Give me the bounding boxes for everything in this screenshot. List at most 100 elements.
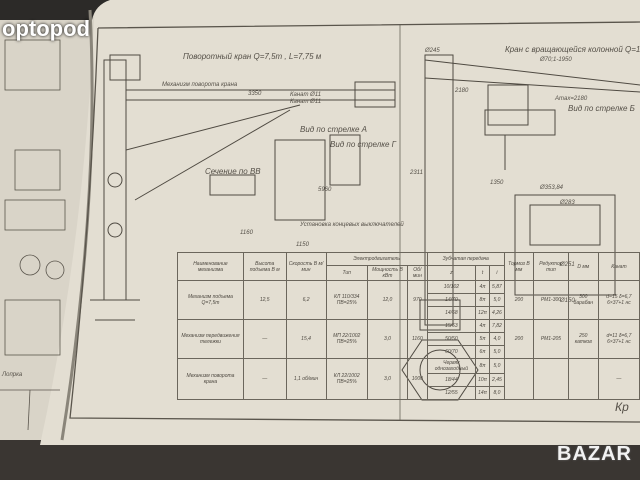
header-cell: D мм: [567, 252, 599, 281]
table-cell: [567, 358, 599, 400]
dimension: Ø353,84: [540, 185, 564, 191]
dimension: Ø283: [560, 200, 575, 206]
table-cell: d=11 δ=6,7 6×37+1 нс: [597, 319, 640, 359]
label: Канат Ø11: [290, 92, 322, 98]
table-cell: 8,0: [489, 386, 505, 400]
table-cell: РМ1-205: [533, 319, 569, 359]
group-header: Электродвигатель: [325, 252, 428, 266]
table-cell: 6,2: [285, 280, 327, 320]
header-cell: Тип: [325, 265, 368, 281]
table-cell: 5,0: [489, 345, 505, 359]
table-cell: КЛ 110/334 ПВ=25%: [325, 280, 368, 320]
table-cell: 1,1 об/мин: [285, 358, 327, 400]
label: Вид по стрелке Б: [568, 104, 635, 113]
header-cell: Об/мин: [407, 265, 428, 281]
label: Вид по стрелке Г: [330, 140, 397, 149]
table-cell: 14/68: [426, 306, 477, 320]
table-cell: 10/102: [426, 280, 477, 294]
table-cell: 4,26: [489, 306, 505, 320]
dimension: 2311: [410, 170, 423, 176]
table-cell: 60/70: [426, 345, 477, 359]
table-cell: 8π: [475, 358, 491, 374]
label: Механизм поворота крана: [162, 82, 238, 88]
drawing-title-rotary-crane: Поворотный кран Q=7,5т , L=7,75 м: [183, 52, 322, 61]
header-cell: t: [475, 265, 491, 281]
label: Вид по стрелке А: [300, 125, 368, 134]
table-cell: 12,0: [366, 280, 409, 320]
table-cell: 50/50: [426, 332, 477, 346]
table-cell: 15/63: [426, 319, 477, 333]
header-cell: z: [426, 265, 477, 281]
table-cell: КЛ 22/1002 ПВ=25%: [325, 358, 368, 400]
header-cell: Скорость В м/мин: [285, 252, 327, 281]
table-cell: 1000: [407, 358, 428, 400]
corner-label: Кр: [615, 400, 629, 414]
watermark: optopod: [2, 16, 90, 41]
header-cell: Тормоз В мм: [503, 252, 535, 281]
header-cell: i: [489, 265, 505, 281]
header-cell: Редуктор тип: [533, 252, 569, 281]
table-cell: Механизм поворота крана: [177, 358, 244, 400]
table-cell: 8π: [475, 293, 491, 307]
table-cell: 12,5: [242, 280, 287, 320]
table-cell: 5,0: [489, 358, 505, 374]
table-cell: МП 22/1002 ПВ=25%: [325, 319, 368, 359]
header-cell: Мощность В кВт: [366, 265, 409, 281]
table-cell: [503, 358, 535, 400]
table-cell: 5,87: [489, 280, 505, 294]
dimension: 1160: [240, 230, 253, 236]
table-cell: 2,45: [489, 373, 505, 387]
dimension: 3350: [248, 91, 262, 97]
dimension: Amax=2180: [555, 96, 588, 102]
table-cell: —: [597, 358, 640, 400]
label: Сечение по ВВ: [205, 167, 261, 176]
dimension: 1150: [296, 242, 309, 248]
table-cell: Механизм подъема Q=7,5т: [177, 280, 244, 320]
table-cell: 3,0: [366, 319, 409, 359]
table-cell: 250 катков: [567, 319, 599, 359]
table-cell: 200: [503, 319, 535, 359]
dimension: Ø70;1-1950: [540, 57, 572, 63]
label: Канат Ø11: [290, 99, 322, 105]
group-header: Зубчатая передача: [426, 252, 505, 266]
table-cell: 300 барабан: [567, 280, 599, 320]
table-cell: 15,4: [285, 319, 327, 359]
table-cell: 10π: [475, 373, 491, 387]
table-cell: Механизм передвижения тележки: [177, 319, 244, 359]
table-cell: 970: [407, 280, 428, 320]
dimension: 5960: [318, 187, 332, 193]
dimension: 1350: [490, 180, 504, 186]
bazar-logo: BAZAR: [557, 443, 632, 465]
table-cell: d=15 δ=6,7 6×37+1 нс: [597, 280, 640, 320]
table-cell: Червяк однозаходный: [426, 358, 477, 374]
table-cell: —: [242, 319, 287, 359]
left-page-label: Лопрка: [2, 372, 23, 378]
table-cell: 4π: [475, 319, 491, 333]
left-page-drawings: [0, 39, 66, 431]
table-cell: 14π: [475, 386, 491, 400]
table-cell: 6π: [475, 345, 491, 359]
table-cell: 12π: [475, 306, 491, 320]
label: Установка концевых выключателей: [300, 222, 404, 228]
table-cell: 5,0: [489, 293, 505, 307]
table-cell: 7,82: [489, 319, 505, 333]
dimension: 2180: [455, 88, 469, 94]
table-cell: 4π: [475, 280, 491, 294]
table-cell: 14/70: [426, 293, 477, 307]
header-cell: Наименование механизма: [177, 252, 244, 281]
drawing-title-column-crane: Кран с вращающейся колонной Q=1,0: [505, 45, 640, 54]
drawing-frame: [69, 21, 640, 423]
table-cell: 5π: [475, 332, 491, 346]
rotary-crane-drawing: [90, 54, 396, 321]
spec-table: Наименование механизма Высота подъема В …: [177, 252, 640, 400]
header-cell: Канат: [597, 252, 640, 281]
